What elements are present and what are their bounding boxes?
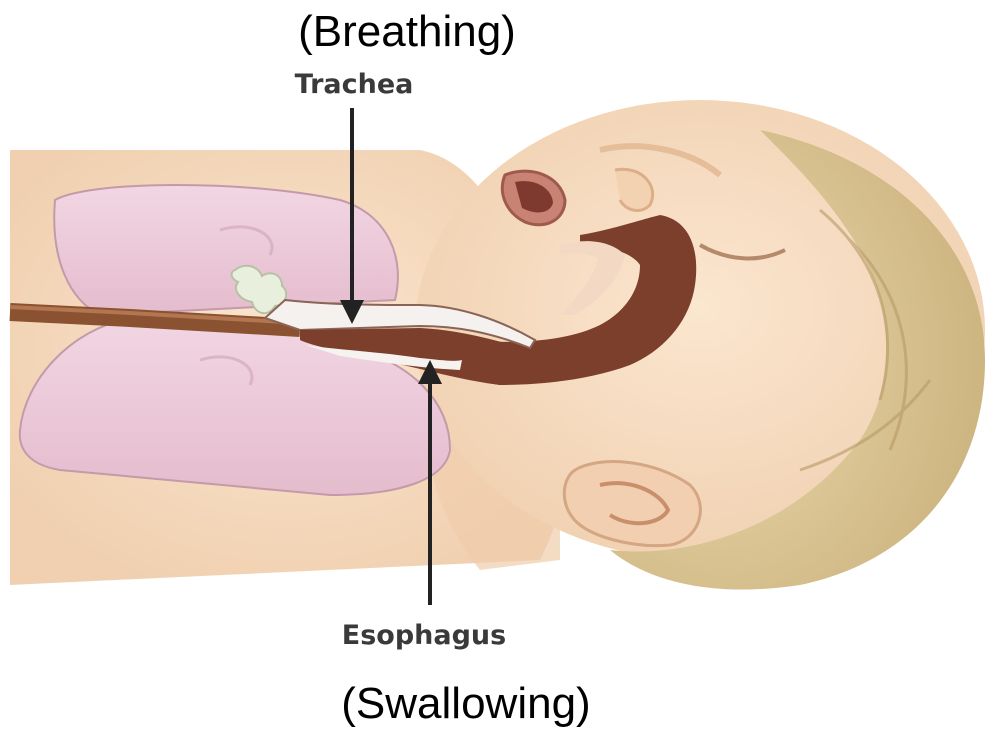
trachea-label: Trachea bbox=[295, 69, 414, 100]
breathing-label: (Breathing) bbox=[298, 7, 516, 56]
esophagus-label: Esophagus bbox=[342, 620, 506, 651]
upper-lung bbox=[54, 185, 398, 315]
swallowing-label: (Swallowing) bbox=[341, 679, 590, 728]
